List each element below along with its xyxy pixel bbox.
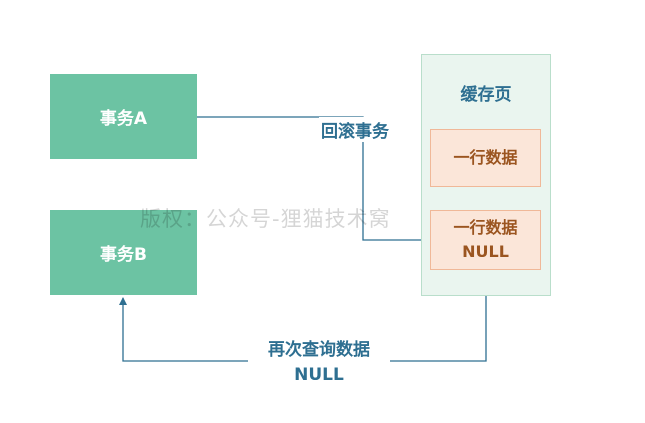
transaction-a-label: 事务A [99,109,148,129]
requery-label-value: NULL [294,365,344,385]
requery-label-text: 再次查询数据 [268,340,370,360]
transaction-b-box: 事务B [50,210,197,295]
data-row-2: 一行数据 NULL [430,210,541,270]
data-row-1: 一行数据 [430,129,541,187]
data-row-1-label: 一行数据 [453,148,518,167]
data-row-2-value: NULL [462,242,509,261]
transaction-b-label: 事务B [100,245,147,265]
cache-page-title: 缓存页 [460,85,512,105]
watermark: 版权：公众号-狸猫技术窝 [140,207,391,231]
rollback-label: 回滚事务 [319,117,391,142]
data-row-2-label: 一行数据 [453,218,518,237]
transaction-a-box: 事务A [50,74,197,159]
rollback-arrow [197,116,429,244]
requery-label: 再次查询数据 NULL [248,338,390,388]
